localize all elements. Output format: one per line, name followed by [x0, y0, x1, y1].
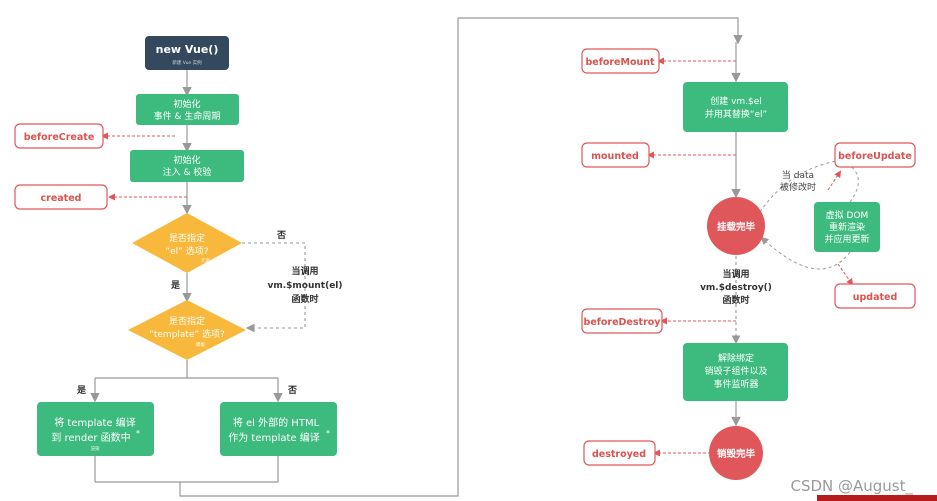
watermark-text: CSDN @August_	[790, 477, 913, 495]
init-events-line2: 事件 & 生命周期	[154, 110, 221, 122]
destroy-call-line2: vm.$destroy()	[700, 283, 772, 293]
create-el-node: 创建 vm.$el 并用其替换“el”	[683, 82, 788, 132]
hook-arrow	[837, 263, 854, 286]
hook-before-mount: beforeMount	[581, 48, 660, 74]
connector-mount-dashed	[242, 242, 306, 333]
hook-created: created	[14, 184, 108, 210]
compile-outer-node: 将 el 外部的 HTML 作为 template 编译 *	[220, 402, 337, 456]
hook-before-mount-label: beforeMount	[585, 57, 655, 68]
hook-updated-label: updated	[853, 292, 898, 303]
destroyed-circle-node: 销毁完毕	[709, 426, 763, 480]
edge-label-yes-template: 是	[76, 385, 87, 396]
teardown-line3: 事件监听器	[713, 378, 758, 390]
hook-destroyed: destroyed	[583, 440, 656, 466]
rerender-line2: 重新渲染	[829, 221, 865, 233]
create-el-line2: 并用其替换“el”	[705, 108, 767, 120]
decision-template-node: 是否指定 “template” 选项? 模板	[128, 300, 246, 360]
compile-template-line2: 到 render 函数中	[51, 431, 130, 444]
edge-label-no-el: 否	[276, 230, 286, 241]
init-inject-line1: 初始化	[173, 154, 200, 166]
destroyed-circle-label: 销毁完毕	[717, 448, 756, 460]
teardown-line2: 销毁子组件以及	[704, 365, 767, 377]
init-inject-node: 初始化 注入 & 校验	[130, 150, 244, 182]
new-vue-sub: 新建 Vue 实例	[172, 59, 202, 66]
hook-updated: updated	[834, 283, 916, 309]
decision-template-line2: “template” 选项?	[149, 328, 225, 340]
connector-route	[179, 17, 743, 497]
edge-label-no-template: 否	[287, 385, 297, 396]
data-change-line1: 当 data	[782, 169, 814, 181]
new-vue-node: new Vue() 新建 Vue 实例	[145, 36, 229, 70]
bottom-red-strip	[817, 495, 937, 501]
decision-el-node: 是否指定 “el” 选项? 元素	[132, 213, 242, 273]
mount-call-line3: 函数时	[291, 293, 318, 305]
teardown-node: 解除绑定 销毁子组件以及 事件监听器	[683, 343, 788, 401]
decision-template-line1: 是否指定	[169, 315, 205, 327]
hook-created-label: created	[41, 193, 82, 204]
update-loop	[760, 236, 851, 270]
decision-el-tiny: 元素	[201, 257, 210, 264]
data-change-line2: 被修改时	[780, 181, 816, 193]
compile-template-tiny: 渲染	[91, 445, 100, 452]
teardown-line1: 解除绑定	[718, 352, 754, 364]
hook-destroyed-label: destroyed	[592, 449, 646, 460]
update-loop	[759, 159, 843, 213]
hook-before-destroy-label: beforeDestroy	[584, 317, 662, 328]
rerender-line3: 并应用更新	[824, 233, 869, 245]
edge-label-yes-el: 是	[170, 280, 181, 291]
compile-outer-star: *	[326, 429, 330, 438]
decision-template-tiny: 模板	[196, 341, 205, 348]
hook-mounted: mounted	[581, 142, 650, 168]
hook-before-create: beforeCreate	[14, 123, 104, 149]
init-events-line1: 初始化	[173, 98, 200, 110]
mount-call-line1: 当调用	[291, 265, 318, 277]
new-vue-title: new Vue()	[156, 43, 219, 56]
hook-before-create-label: beforeCreate	[24, 132, 95, 143]
compile-template-star: *	[136, 429, 140, 438]
decision-el-line2: “el” 选项?	[165, 245, 208, 257]
rerender-node: 虚拟 DOM 重新渲染 并应用更新	[814, 202, 880, 252]
hook-mounted-label: mounted	[591, 151, 639, 162]
compile-template-node: 将 template 编译 到 render 函数中 * 渲染	[37, 402, 154, 456]
mounted-circle-node: 挂载完毕	[707, 197, 765, 255]
update-loop	[841, 159, 859, 203]
init-inject-line2: 注入 & 校验	[163, 166, 212, 178]
destroy-call-line3: 函数时	[722, 294, 749, 306]
hook-arrow	[827, 170, 842, 191]
hook-before-destroy: beforeDestroy	[581, 308, 663, 334]
mount-call-line2: vm.$mount(el)	[267, 281, 342, 291]
hook-before-update-label: beforeUpdate	[838, 151, 912, 162]
hook-before-update: beforeUpdate	[834, 142, 916, 168]
destroy-call-line1: 当调用	[722, 268, 749, 280]
decision-el-line1: 是否指定	[169, 232, 205, 244]
compile-outer-line1: 将 el 外部的 HTML	[233, 416, 320, 429]
compile-template-line1: 将 template 编译	[54, 416, 136, 429]
rerender-line1: 虚拟 DOM	[826, 209, 869, 221]
mounted-circle-label: 挂载完毕	[717, 221, 756, 233]
init-events-node: 初始化 事件 & 生命周期	[136, 94, 239, 125]
create-el-line1: 创建 vm.$el	[710, 95, 762, 107]
compile-outer-line2: 作为 template 编译	[228, 431, 320, 444]
